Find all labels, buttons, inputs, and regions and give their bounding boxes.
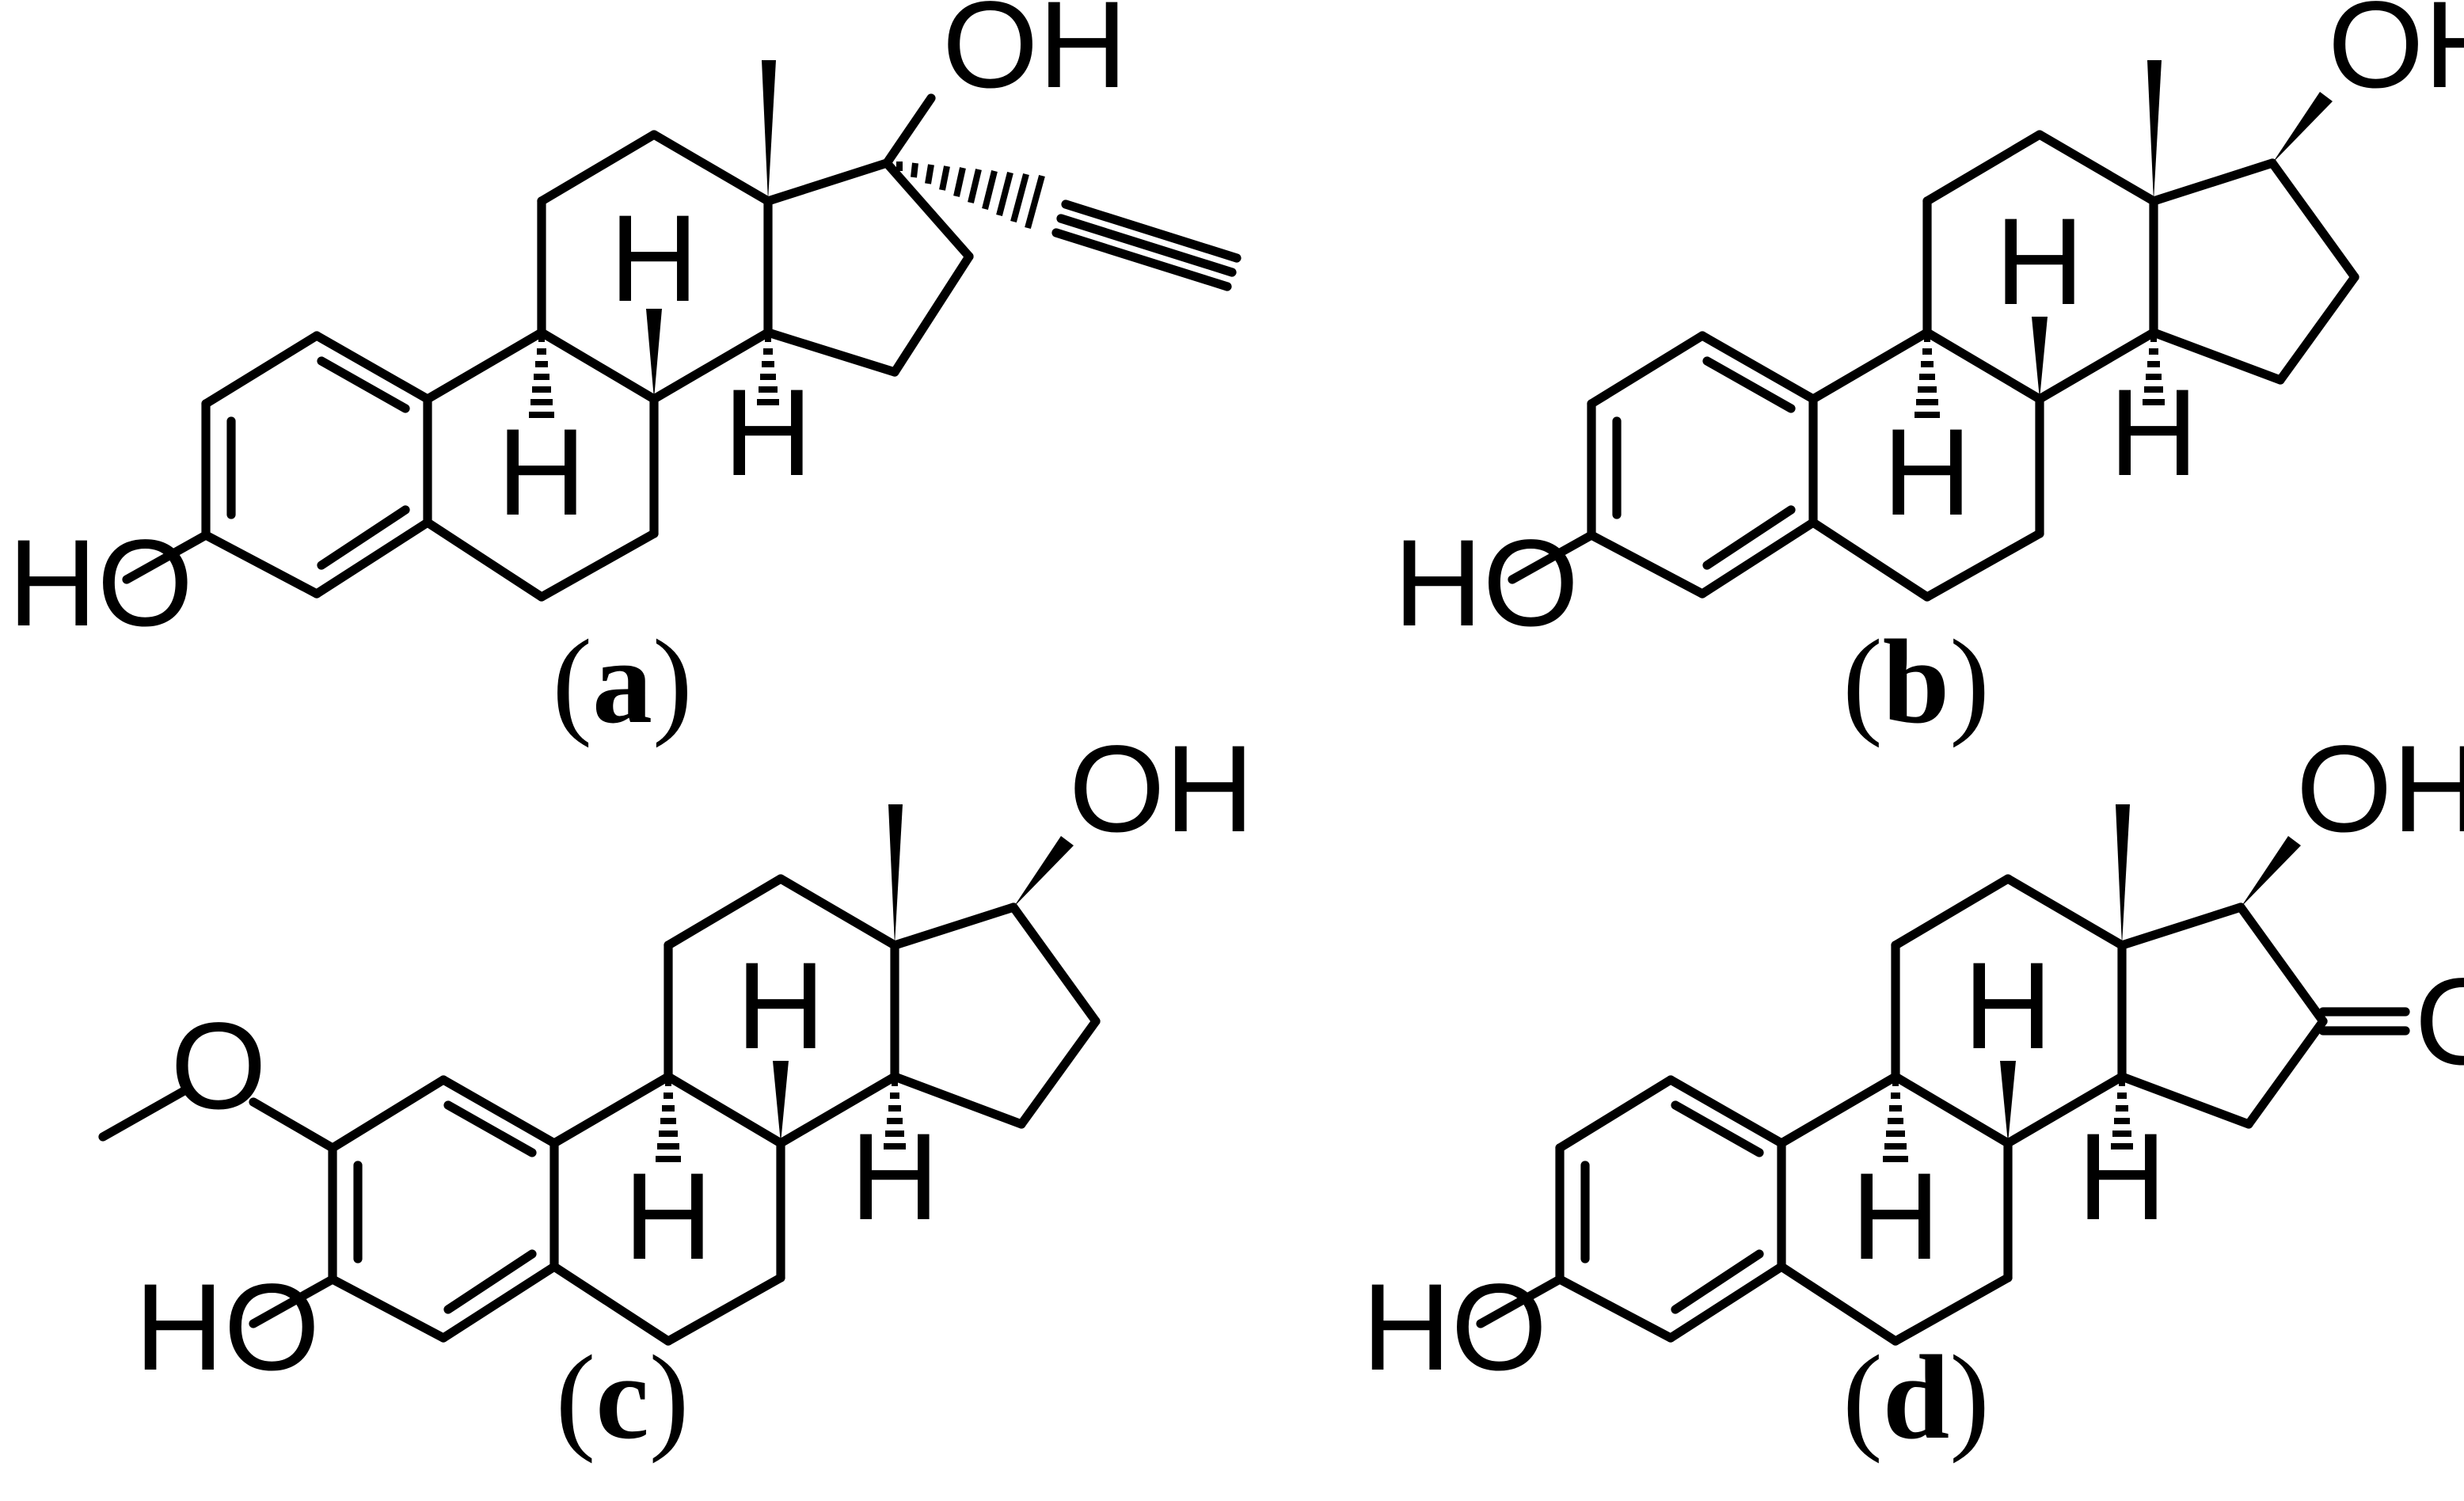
h9-hash bbox=[1915, 336, 1940, 418]
oh17-wedge bbox=[2241, 836, 2301, 907]
oh3-label: HO bbox=[135, 1259, 320, 1396]
h9-label: H bbox=[1883, 404, 1972, 542]
caption-a: (a) bbox=[552, 615, 692, 748]
ring-bonds bbox=[122, 93, 1242, 602]
h8-wedge bbox=[2000, 1061, 2016, 1143]
caption-d: (d) bbox=[1842, 1331, 1990, 1464]
h8-wedge bbox=[2032, 317, 2048, 399]
h14-label: H bbox=[724, 364, 813, 502]
oh17-label: OH bbox=[942, 0, 1127, 114]
h14-label: H bbox=[2078, 1108, 2167, 1246]
h8-wedge bbox=[646, 309, 662, 399]
h14-label: H bbox=[850, 1108, 940, 1246]
oh3-label: HO bbox=[8, 515, 193, 652]
caption-b: (b) bbox=[1842, 615, 1990, 748]
oh3-label: HO bbox=[1394, 515, 1579, 652]
ring-bonds bbox=[1508, 130, 2359, 602]
h9-label: H bbox=[624, 1148, 713, 1286]
c18-methyl-wedge bbox=[2116, 804, 2130, 945]
keto-o-label: O bbox=[2415, 953, 2464, 1091]
h8-label: H bbox=[736, 937, 826, 1075]
c18-methyl-wedge bbox=[762, 60, 776, 201]
oh3-label: HO bbox=[1362, 1259, 1547, 1396]
h9-hash bbox=[1883, 1080, 1908, 1162]
h8-label: H bbox=[610, 190, 699, 328]
oh17-label: OH bbox=[2296, 720, 2464, 858]
structure-c: OH HO O H H H (c) bbox=[98, 720, 1254, 1464]
structure-a: OH HO H H H (a) bbox=[8, 0, 1242, 748]
c18-methyl-wedge bbox=[2147, 60, 2162, 201]
ethynyl-hash bbox=[896, 162, 1045, 230]
caption-c: (c) bbox=[556, 1331, 690, 1464]
methoxy-o-label: O bbox=[170, 998, 266, 1135]
h9-hash bbox=[656, 1080, 681, 1162]
structure-d: OH HO O H H H (d) bbox=[1362, 720, 2464, 1464]
oh17-label: OH bbox=[2328, 0, 2464, 114]
h8-wedge bbox=[773, 1061, 789, 1143]
oh17-wedge bbox=[2272, 92, 2333, 163]
h14-hash bbox=[2143, 336, 2165, 405]
oh17-label: OH bbox=[1069, 720, 1254, 858]
oh17-wedge bbox=[1013, 836, 1074, 907]
h9-label: H bbox=[497, 404, 587, 542]
h14-label: H bbox=[2109, 364, 2199, 502]
h8-label: H bbox=[1964, 937, 2053, 1075]
ring-bonds bbox=[98, 874, 1101, 1346]
h14-hash bbox=[884, 1080, 906, 1150]
h9-label: H bbox=[1851, 1148, 1941, 1286]
c18-methyl-wedge bbox=[888, 804, 903, 945]
h8-label: H bbox=[1995, 193, 2085, 331]
h14-hash bbox=[2111, 1080, 2133, 1150]
h14-hash bbox=[757, 336, 779, 405]
h9-hash bbox=[529, 336, 554, 418]
structure-b: OH HO H H H (b) bbox=[1394, 0, 2464, 748]
ring-bonds bbox=[1476, 874, 2410, 1346]
